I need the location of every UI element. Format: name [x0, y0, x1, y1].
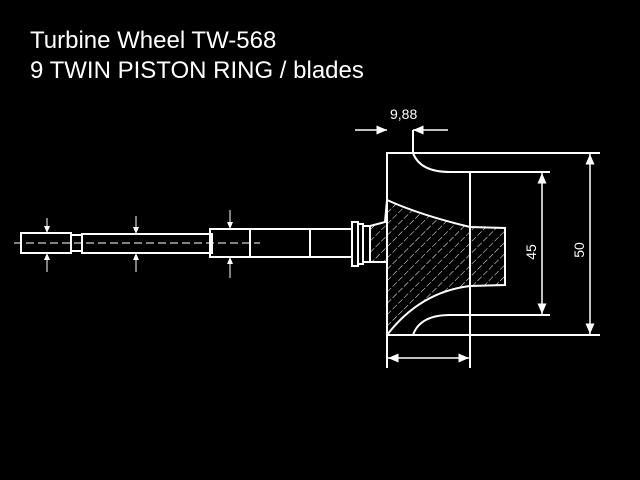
- wheel-outline: [386, 130, 600, 368]
- dim-label-50: 50: [571, 242, 587, 258]
- title-line-2: 9 TWIN PISTON RING / blades: [30, 57, 364, 84]
- shaft: [20, 221, 371, 267]
- dim-label-hub-width: 9,88: [390, 106, 417, 122]
- title-line-1: Turbine Wheel TW-568: [30, 27, 277, 54]
- dim-label-45: 45: [523, 244, 539, 260]
- shaft-diameter-marks: [44, 210, 233, 278]
- hub-section: [369, 198, 506, 338]
